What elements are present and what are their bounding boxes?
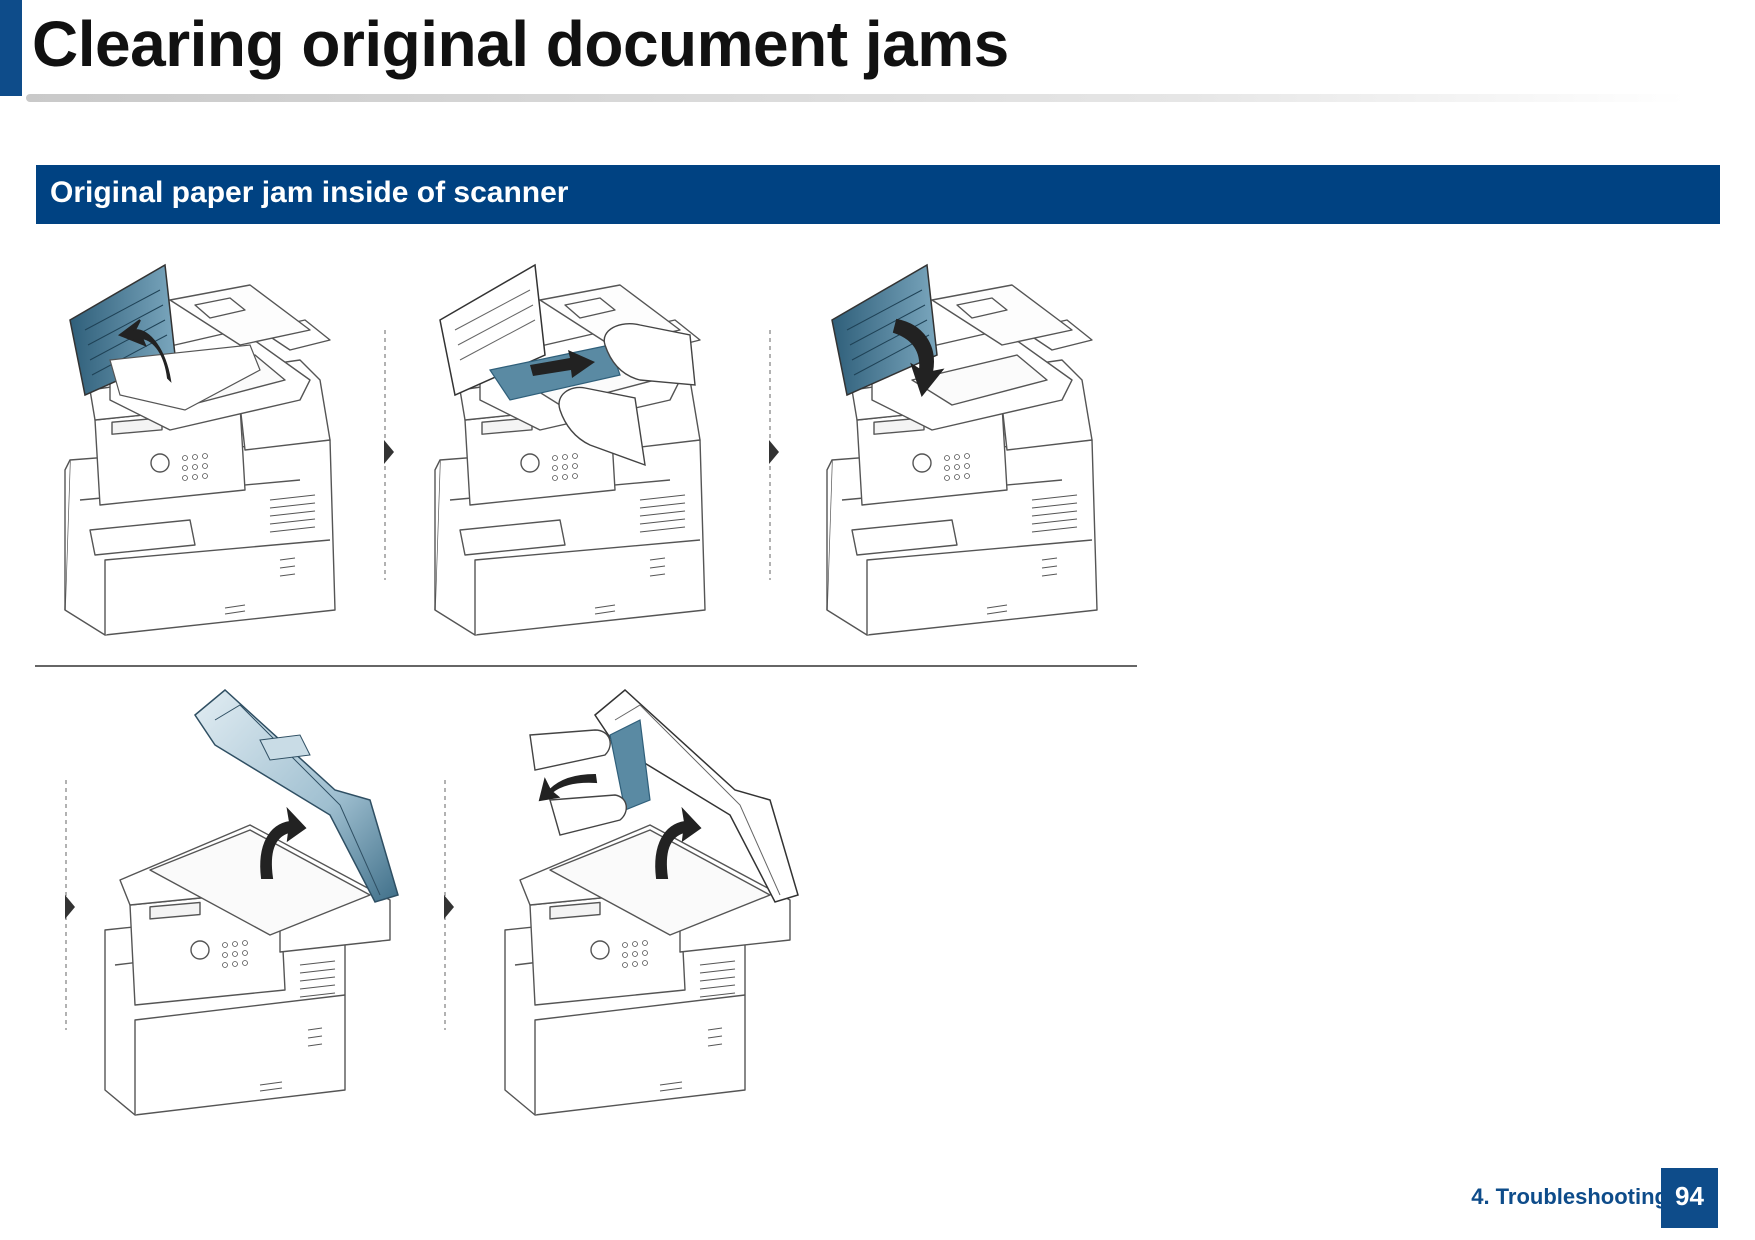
step-4-open-scanner-lid <box>104 689 399 1116</box>
step-3-close-feeder-cover <box>826 263 1098 636</box>
step-5-remove-paper-from-lid <box>504 689 799 1116</box>
section-header: Original paper jam inside of scanner <box>36 165 1720 224</box>
title-accent-bar <box>0 0 22 96</box>
footer-section-label: 4. Troubleshooting <box>1471 1184 1668 1209</box>
page-number-badge: 94 <box>1661 1168 1718 1228</box>
step-1-open-feeder-cover <box>64 263 336 636</box>
section-title: Original paper jam inside of scanner <box>50 176 569 209</box>
step-2-remove-jammed-paper <box>434 263 706 636</box>
page-title: Clearing original document jams <box>32 8 1009 80</box>
title-divider <box>26 94 1686 102</box>
